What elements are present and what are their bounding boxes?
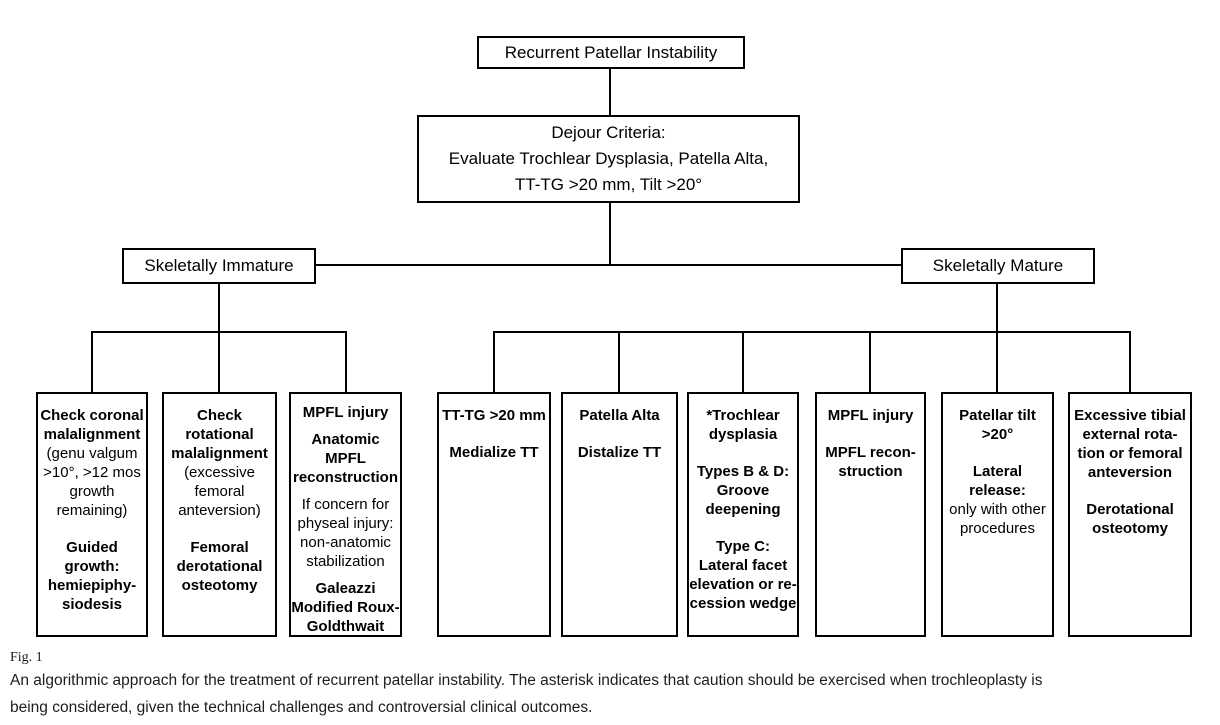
connector-criteria-stem: [609, 203, 611, 265]
leaf-text: MPFL injury: [302, 404, 389, 421]
leaf-text: Medialize TT: [449, 444, 539, 461]
connector-drop-leaf5: [618, 331, 620, 392]
branch-mature-label: Skeletally Mature: [932, 256, 1064, 275]
leaf-mpfl-injury-immature: MPFL injury Anatomic MPFL reconstruction…: [289, 392, 402, 637]
leaf-text: *Trochlear dysplasia: [706, 407, 780, 443]
connector-drop-leaf1: [91, 331, 93, 392]
leaf-text: Patellar tilt >20°: [959, 407, 1036, 443]
leaf-text: Guided growth: hemiepiphy- siodesis: [47, 539, 137, 613]
leaf-text: Femoral derotational osteotomy: [176, 539, 263, 594]
connector-mature-stem: [996, 284, 998, 392]
leaf-patellar-tilt: Patellar tilt >20° Lateral release: only…: [941, 392, 1054, 637]
leaf-text: Check coronal malalignment: [40, 407, 144, 443]
connector-drop-leaf3: [345, 331, 347, 392]
leaf-tibial-rotation: Excessive tibial external rota- tion or …: [1068, 392, 1192, 637]
leaf-text: Check rotational malalignment: [171, 407, 268, 462]
leaf-text: Types B & D: Groove deepening: [696, 463, 790, 518]
leaf-text: Type C: Lateral facet elevation or re- c…: [689, 538, 797, 612]
connector-branch-horizontal: [316, 264, 901, 266]
connector-root-to-criteria: [609, 69, 611, 115]
leaf-text: Distalize TT: [577, 444, 662, 461]
branch-immature-box: Skeletally Immature: [122, 248, 316, 284]
leaf-text: (genu valgum >10°, >12 mos growth remain…: [43, 445, 141, 519]
criteria-label: Dejour Criteria: Evaluate Trochlear Dysp…: [448, 123, 769, 194]
leaf-coronal-malalignment: Check coronal malalignment (genu valgum …: [36, 392, 148, 637]
leaf-text: Excessive tibial external rota- tion or …: [1074, 407, 1186, 481]
criteria-box: Dejour Criteria: Evaluate Trochlear Dysp…: [417, 115, 800, 203]
leaf-rotational-malalignment: Check rotational malalignment (excessive…: [162, 392, 277, 637]
leaf-trochlear-dysplasia: *Trochlear dysplasia Types B & D: Groove…: [687, 392, 799, 637]
figure-caption-text: An algorithmic approach for the treatmen…: [10, 672, 1043, 716]
root-label: Recurrent Patellar Instability: [504, 42, 718, 62]
branch-mature-box: Skeletally Mature: [901, 248, 1095, 284]
root-box: Recurrent Patellar Instability: [477, 36, 745, 69]
leaf-text: (excessive femoral anteversion): [178, 464, 261, 519]
leaf-text: Lateral release:: [969, 463, 1026, 499]
branch-immature-label: Skeletally Immature: [144, 256, 294, 275]
leaf-text: Anatomic MPFL reconstruction: [292, 431, 398, 486]
connector-mature-horizontal: [493, 331, 1131, 333]
leaf-text: only with other procedures: [949, 501, 1046, 537]
leaf-text: Patella Alta: [579, 407, 660, 424]
connector-immature-stem: [218, 284, 220, 392]
leaf-text: MPFL recon- struction: [825, 444, 916, 480]
figure-caption-label: Fig. 1: [10, 650, 43, 665]
connector-drop-leaf7: [869, 331, 871, 392]
connector-drop-leaf9: [1129, 331, 1131, 392]
leaf-text: Derotational osteotomy: [1086, 501, 1174, 537]
connector-drop-leaf4: [493, 331, 495, 392]
leaf-mpfl-injury-mature: MPFL injury MPFL recon- struction: [815, 392, 926, 637]
leaf-text: If concern for physeal injury: non-anato…: [297, 496, 394, 570]
connector-drop-leaf6: [742, 331, 744, 392]
leaf-text: MPFL injury: [827, 407, 914, 424]
connector-immature-horizontal: [91, 331, 347, 333]
leaf-patella-alta: Patella Alta Distalize TT: [561, 392, 678, 637]
leaf-text: TT-TG >20 mm: [442, 407, 546, 424]
leaf-tt-tg: TT-TG >20 mm Medialize TT: [437, 392, 551, 637]
leaf-text: Galeazzi Modified Roux- Goldthwait: [291, 580, 400, 635]
